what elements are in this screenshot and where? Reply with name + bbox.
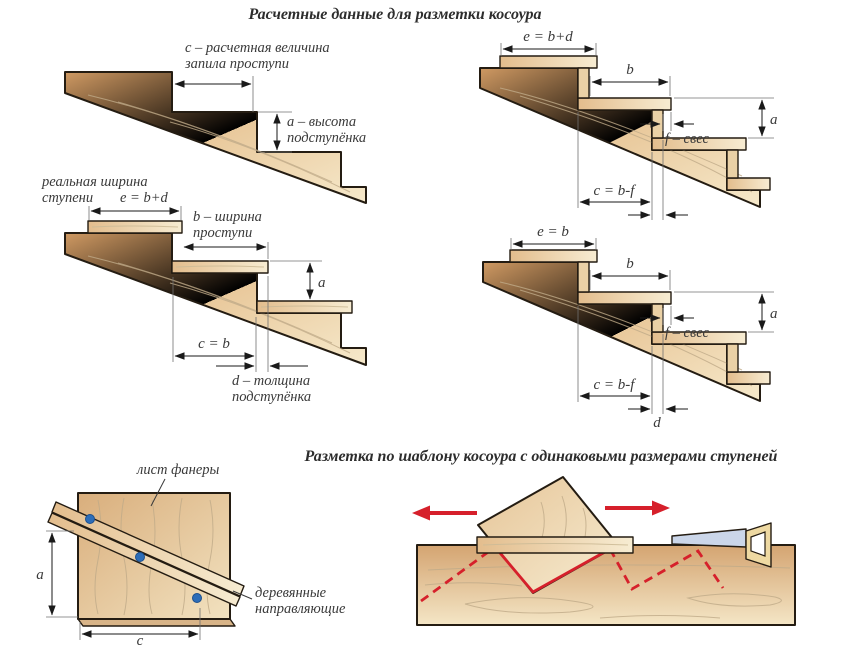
label-f-overhang: f – свес — [665, 325, 710, 341]
guide-strip — [51, 501, 245, 597]
label-c-equals-b: c = b — [198, 336, 230, 352]
saw-icon — [671, 522, 772, 568]
diagram-plywood-template: лист фанеры деревянные направляющие a c — [36, 462, 346, 645]
move-left-arrow — [412, 505, 477, 521]
label-b-tread-width: b – ширина — [193, 209, 262, 225]
label-a: a — [318, 275, 326, 291]
dim-f — [640, 306, 694, 325]
label-c: c — [137, 633, 144, 645]
label-e-formula: e = b+d — [523, 29, 573, 45]
wood-grain — [499, 87, 753, 193]
strip-grain — [482, 543, 629, 546]
label-d-riser-thickness: d – толщина — [232, 373, 310, 389]
label-real-step-width-2: ступени — [42, 190, 93, 206]
template-guide-strip — [476, 536, 634, 554]
tread — [171, 260, 269, 274]
marking-dashed-line — [420, 545, 496, 603]
wood-grain — [87, 255, 351, 354]
tread — [499, 55, 598, 69]
saw-blade — [671, 528, 747, 548]
diagram-stringer-with-treads: реальная ширина ступени e = b+d b – шири… — [41, 174, 367, 405]
dim-d — [628, 140, 688, 220]
screw — [192, 593, 202, 603]
label-real-step-width: реальная ширина — [41, 174, 148, 190]
label-d: d — [653, 415, 661, 431]
label-e-formula: e = b+d — [120, 190, 169, 206]
riser — [577, 67, 590, 99]
dim-f — [640, 112, 694, 131]
tread — [726, 371, 771, 385]
dim-c — [174, 76, 254, 112]
dim-e — [500, 43, 597, 56]
dim-c — [577, 112, 653, 220]
screw — [135, 552, 145, 562]
tread-grain — [91, 225, 349, 308]
stringer-board — [416, 544, 796, 626]
marking-solid-line — [493, 546, 611, 594]
label-e-formula: e = b — [537, 224, 569, 240]
tread — [577, 291, 672, 305]
label-f-overhang: f – свес — [665, 131, 710, 147]
label-a: a — [770, 112, 778, 128]
diagram-marking-by-template — [412, 476, 796, 626]
label-c-formula: c = b-f — [594, 377, 637, 393]
tread — [651, 331, 747, 345]
dim-b — [183, 242, 269, 259]
riser — [726, 343, 739, 373]
dim-e — [88, 206, 182, 220]
dim-d — [628, 334, 688, 414]
main-title: Расчетные данные для разметки косоура — [247, 6, 541, 23]
label-b-tread-width-2: проступи — [193, 225, 252, 241]
diagram-treads-risers-flush: e = b b f – свес a c = — [482, 224, 778, 431]
label-wooden-guides-2: направляющие — [255, 601, 346, 617]
label-wooden-guides: деревянные — [255, 585, 327, 601]
sheet-edge — [77, 618, 236, 627]
marking-dashed-line — [608, 548, 725, 591]
dim-a — [270, 260, 322, 300]
move-right-arrow — [605, 500, 670, 516]
tread — [651, 137, 747, 151]
wood-grain — [87, 94, 351, 193]
label-c-tread-cut-2: запила проступи — [184, 56, 289, 72]
screw — [85, 514, 95, 524]
label-a: a — [770, 306, 778, 322]
stringer-body — [64, 71, 367, 204]
tread — [726, 177, 771, 191]
tread — [577, 97, 672, 111]
dim-a — [258, 111, 292, 153]
label-plywood-sheet: лист фанеры — [136, 462, 220, 478]
diagram-bare-stringer: c – расчетная величина запила проступи a… — [64, 40, 367, 204]
dim-b — [589, 270, 671, 290]
saw-handle-hole — [750, 531, 766, 557]
label-a: a — [36, 567, 44, 583]
leader-line — [150, 478, 166, 507]
diagram-treads-risers-overhang: e = b+d b f – свес a c — [479, 29, 778, 220]
tread — [256, 300, 353, 314]
tread — [87, 220, 183, 234]
dim-a — [46, 530, 78, 618]
board-grain — [424, 564, 791, 619]
dim-d — [216, 276, 308, 372]
dim-c — [172, 277, 257, 372]
dim-e — [510, 238, 597, 250]
dim-b — [589, 76, 671, 96]
dim-c — [79, 608, 201, 640]
wood-grain — [499, 281, 753, 387]
leader-line — [232, 590, 253, 600]
dim-a — [674, 97, 774, 139]
label-b: b — [626, 62, 634, 78]
label-d-riser-thickness-2: подступёнка — [232, 389, 311, 405]
secondary-title: Разметка по шаблону косоура с одинаковым… — [304, 448, 778, 465]
label-c-tread-cut: c – расчетная величина — [185, 40, 330, 56]
label-a-riser-height-2: подступёнка — [287, 130, 366, 146]
riser — [726, 149, 739, 179]
label-a-riser-height: a – высота — [287, 114, 356, 130]
label-b: b — [626, 256, 634, 272]
label-c-formula: c = b-f — [594, 183, 637, 199]
dim-a — [674, 291, 774, 333]
riser — [577, 261, 590, 293]
dim-c — [577, 306, 653, 414]
tread — [509, 249, 598, 263]
